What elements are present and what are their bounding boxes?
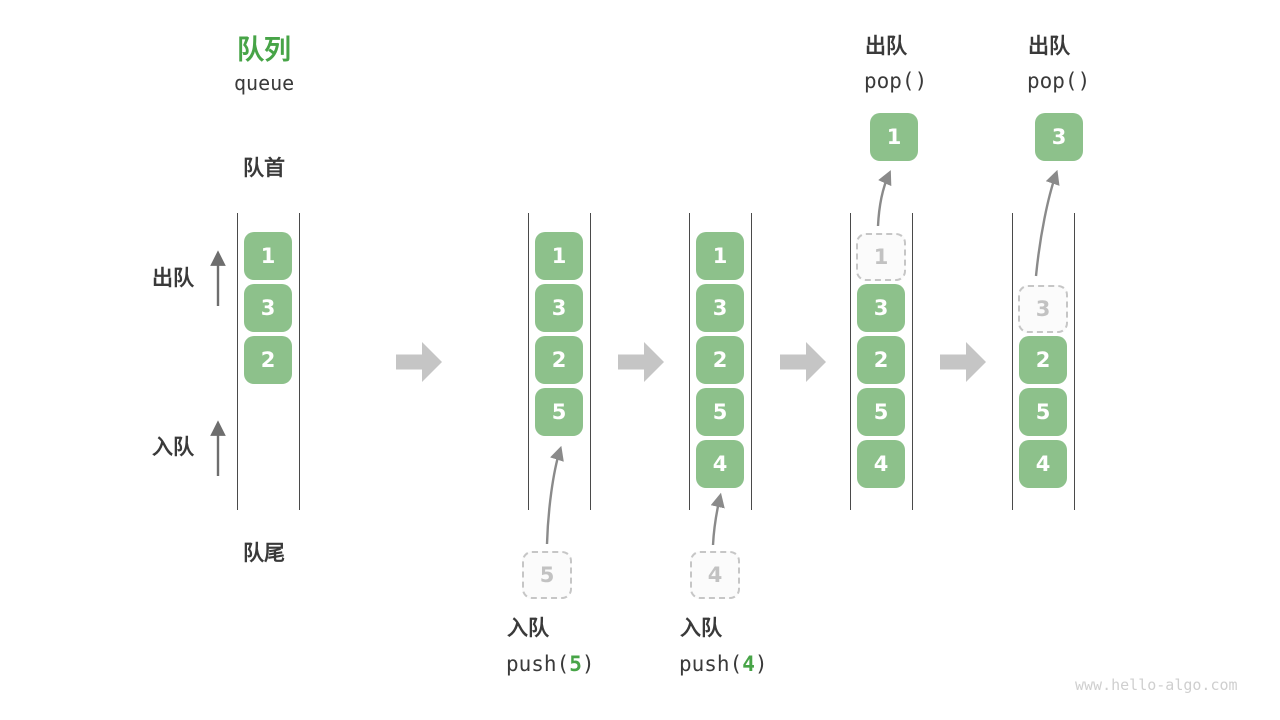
queue-item: 5 xyxy=(1019,388,1067,436)
queue-item: 3 xyxy=(857,284,905,332)
label-push4-zh: 入队 xyxy=(680,616,722,640)
queue-container-3 xyxy=(689,213,752,510)
queue-item: 2 xyxy=(696,336,744,384)
push4-fn-close: ) xyxy=(754,652,768,676)
push4-arg: 4 xyxy=(742,652,755,676)
label-pop1-code: pop() xyxy=(864,69,928,93)
label-queue-front: 队首 xyxy=(243,156,285,180)
operation-arrows xyxy=(545,169,1060,546)
block-arrow-icon xyxy=(618,342,664,382)
queue-container-2 xyxy=(528,213,591,510)
label-enqueue-side: 入队 xyxy=(152,435,194,459)
removed-item-placeholder: 3 xyxy=(1018,285,1068,333)
pop2-arrow-icon xyxy=(1034,169,1060,277)
diagram-title-en: queue xyxy=(234,71,295,95)
queue-item: 2 xyxy=(1019,336,1067,384)
queue-item: 4 xyxy=(696,440,744,488)
queue-item: 2 xyxy=(244,336,292,384)
label-queue-rear: 队尾 xyxy=(243,541,285,565)
push5-arrow-icon xyxy=(545,445,564,545)
queue-container-4 xyxy=(850,213,913,510)
queue-item: 4 xyxy=(857,440,905,488)
push4-fn-open: push( xyxy=(679,652,743,676)
queue-item: 5 xyxy=(696,388,744,436)
queue-item: 3 xyxy=(535,284,583,332)
pop1-arrow-icon xyxy=(876,170,892,227)
push5-arg: 5 xyxy=(569,652,582,676)
popped-item: 1 xyxy=(870,113,918,161)
queue-item: 3 xyxy=(696,284,744,332)
queue-item: 5 xyxy=(535,388,583,436)
queue-item: 4 xyxy=(1019,440,1067,488)
watermark: www.hello-algo.com xyxy=(1075,676,1238,694)
removed-item-placeholder: 1 xyxy=(856,233,906,281)
staged-item: 4 xyxy=(690,551,740,599)
push5-fn-close: ) xyxy=(581,652,595,676)
label-push4-code: push(4) xyxy=(679,652,768,676)
queue-container-5 xyxy=(1012,213,1075,510)
push4-arrow-icon xyxy=(710,492,725,546)
label-pop1-zh: 出队 xyxy=(865,34,907,58)
push5-fn-open: push( xyxy=(506,652,570,676)
popped-item: 3 xyxy=(1035,113,1083,161)
queue-item: 1 xyxy=(696,232,744,280)
queue-container-1 xyxy=(237,213,300,510)
queue-item: 3 xyxy=(244,284,292,332)
queue-item: 1 xyxy=(244,232,292,280)
block-arrow-icon xyxy=(940,342,986,382)
label-push5-zh: 入队 xyxy=(507,616,549,640)
label-push5-code: push(5) xyxy=(506,652,595,676)
queue-item: 5 xyxy=(857,388,905,436)
queue-item: 2 xyxy=(857,336,905,384)
block-arrow-icon xyxy=(780,342,826,382)
queue-item: 1 xyxy=(535,232,583,280)
staged-item: 5 xyxy=(522,551,572,599)
label-dequeue-side: 出队 xyxy=(152,266,194,290)
state-transition-arrows xyxy=(396,342,986,382)
label-pop2-zh: 出队 xyxy=(1028,34,1070,58)
block-arrow-icon xyxy=(396,342,442,382)
diagram-title-zh: 队列 xyxy=(237,35,291,66)
queue-item: 2 xyxy=(535,336,583,384)
label-pop2-code: pop() xyxy=(1027,69,1091,93)
